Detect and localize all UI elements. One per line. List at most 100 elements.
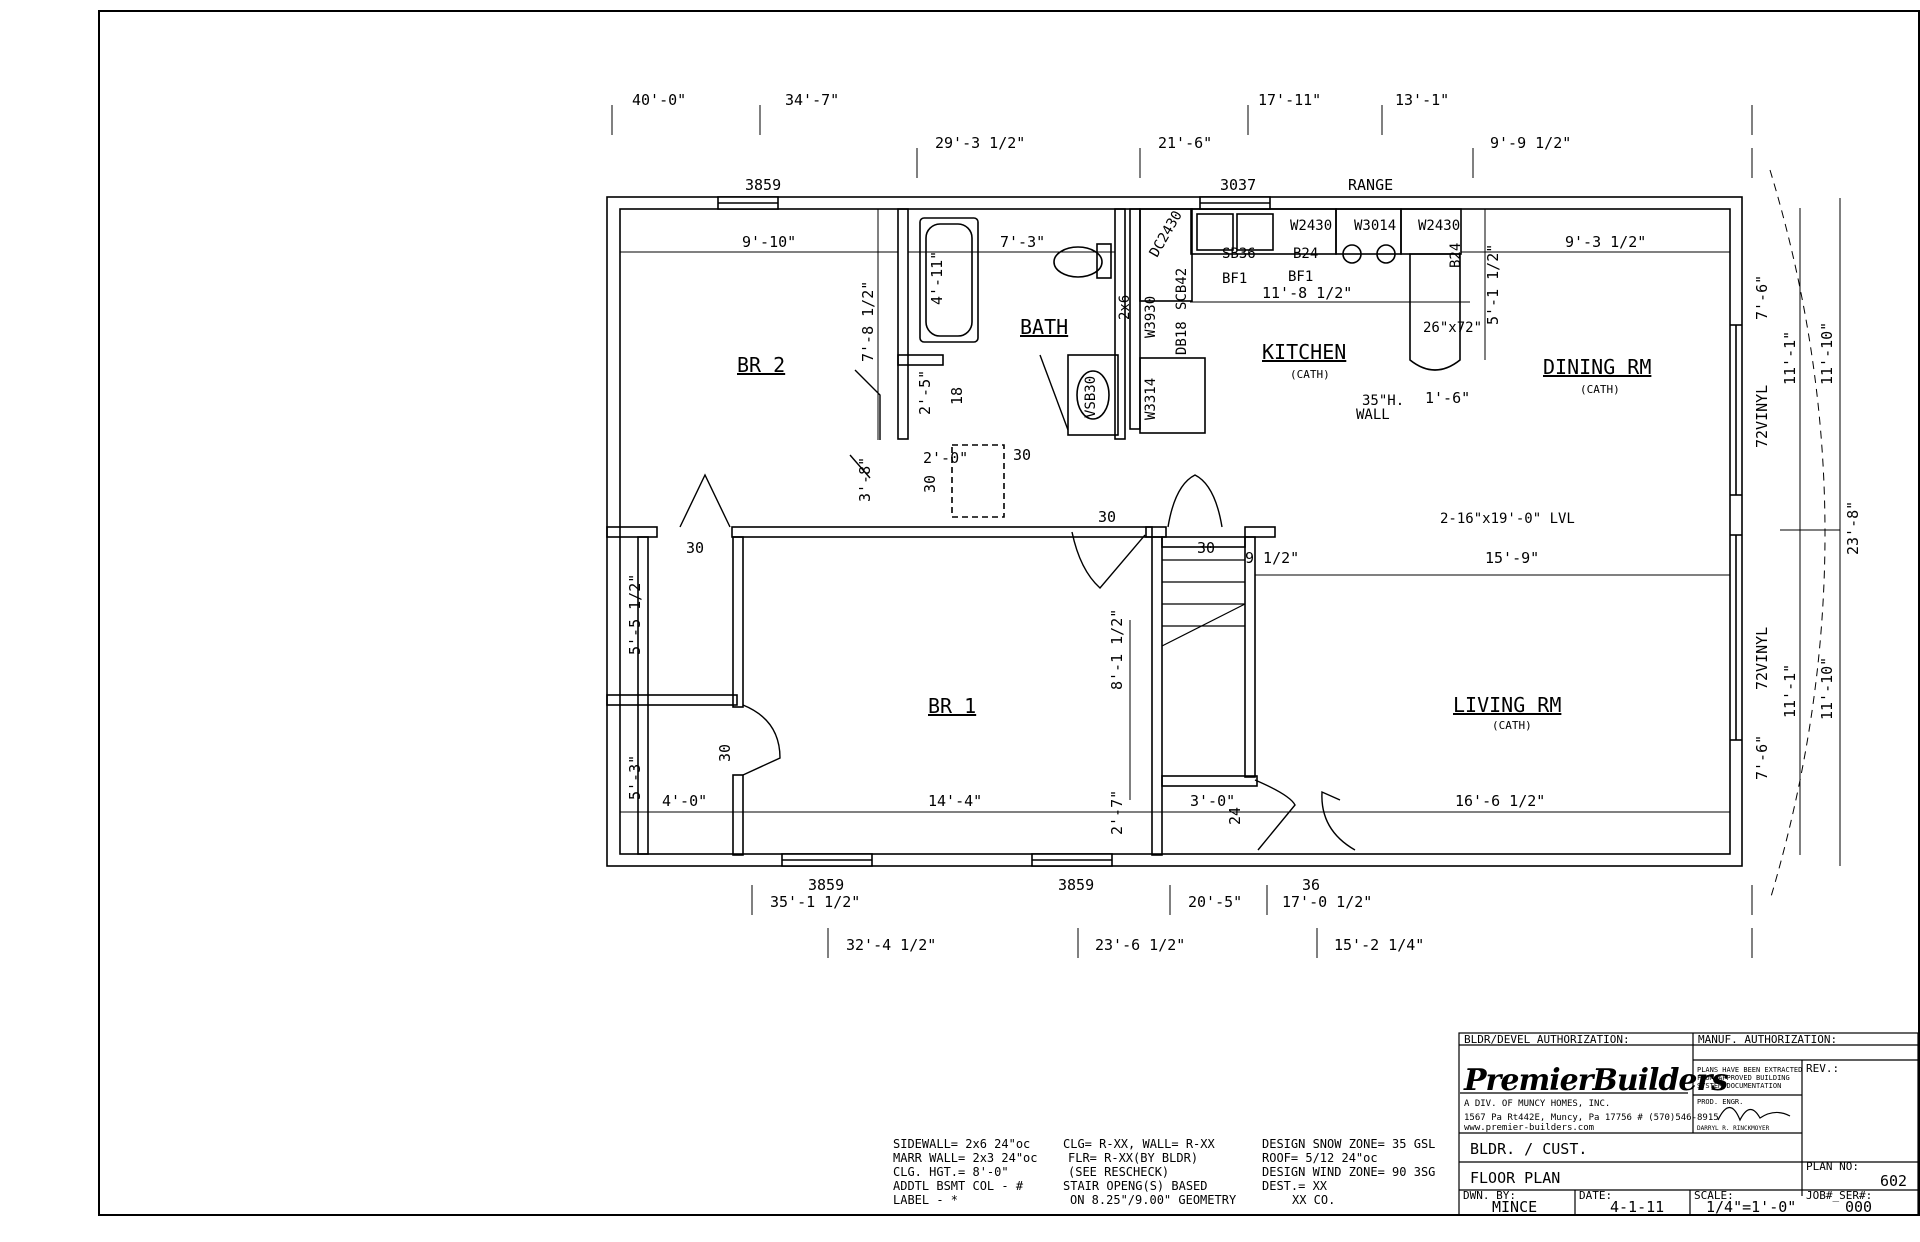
dimension-lines — [620, 169, 1841, 901]
prod-engr-label: PROD. ENGR. — [1697, 1098, 1743, 1106]
dim-br1-depth: 8'-1 1/2" — [1108, 609, 1126, 690]
wall-note-1: 35"H. — [1362, 393, 1404, 409]
dim-door-18: 18 — [948, 387, 966, 405]
plan-no-label: PLAN NO: — [1806, 1160, 1859, 1173]
window-label-bottom-1: 3859 — [808, 876, 844, 894]
cabinet-w3314: W3314 — [1143, 378, 1159, 420]
dim-right-76b: 7'-6" — [1753, 735, 1771, 780]
sheet-title: FLOOR PLAN — [1470, 1169, 1560, 1187]
note-3-1: CLG. HGT.= 8'-0" — [893, 1165, 1009, 1179]
company-logo: PremierBuilders — [1463, 1063, 1728, 1098]
title-block — [1458, 1032, 1919, 1216]
dim-br1-width: 14'-4" — [928, 792, 982, 810]
cabinet-vsb30: VSB30 — [1083, 376, 1099, 418]
window-label-top-left: 3859 — [745, 176, 781, 194]
engineer-name: DARRYL R. RINCKMOYER — [1697, 1125, 1770, 1132]
cabinet-bf1-b: BF1 — [1288, 269, 1313, 285]
door-label-bottom: 36 — [1302, 876, 1320, 894]
bottom-dim-4: 32'-4 1/2" — [846, 936, 936, 954]
cabinet-2x6: 2x6 — [1117, 295, 1133, 320]
note-5-1: LABEL - * — [893, 1193, 958, 1207]
note-3-2: (SEE RESCHECK) — [1068, 1165, 1169, 1179]
engineer-signature — [1717, 1106, 1791, 1122]
plan-no: 602 — [1880, 1172, 1907, 1190]
scale-label: SCALE: — [1694, 1189, 1734, 1202]
dim-closet-38: 3'-8" — [856, 457, 874, 502]
company-website: www.premier-builders.com — [1464, 1123, 1594, 1133]
extract-note-3: SYSTEM DOCUMENTATION — [1697, 1082, 1781, 1090]
job-number: 000 — [1845, 1198, 1872, 1216]
dim-closet-40: 4'-0" — [662, 792, 707, 810]
top-dim-2: 34'-7" — [785, 91, 839, 109]
note-1-2: CLG= R-XX, WALL= R-XX — [1063, 1137, 1215, 1151]
bottom-dim-1: 35'-1 1/2" — [770, 893, 860, 911]
room-bath: BATH — [1020, 315, 1068, 339]
dim-kitchen-run: 11'-8 1/2" — [1262, 284, 1352, 302]
kitchen-sub: (CATH) — [1290, 368, 1330, 381]
company-address: 1567 Pa Rt442E, Muncy, Pa 17756 # (570)5… — [1464, 1113, 1719, 1123]
dim-right-72v-a: 72VINYL — [1753, 385, 1771, 448]
doors — [679, 354, 1356, 851]
job-label: JOB#_SER#: — [1806, 1189, 1872, 1202]
dim-right-238: 23'-8" — [1844, 501, 1862, 555]
stairs — [1161, 559, 1246, 647]
dim-bath-width: 7'-3" — [1000, 233, 1045, 251]
scale: 1/4"=1'-0" — [1706, 1198, 1796, 1216]
cabinet-db18: DB18 — [1174, 321, 1190, 355]
bldr-auth-label: BLDR/DEVEL AUTHORIZATION: — [1464, 1033, 1630, 1046]
wall-note-2: WALL — [1356, 407, 1390, 423]
dim-kitchen-depth: 5'-1 1/2" — [1484, 244, 1502, 325]
note-4-3: DEST.= XX — [1262, 1179, 1328, 1193]
walls — [606, 196, 1743, 867]
extract-note-2: FROM APPROVED BUILDING — [1697, 1074, 1790, 1082]
dim-living-upper: 15'-9" — [1485, 549, 1539, 567]
note-5-2: ON 8.25"/9.00" GEOMETRY — [1070, 1193, 1237, 1207]
room-br2: BR 2 — [737, 353, 785, 377]
island-size: 26"x72" — [1423, 320, 1482, 336]
dining-sub: (CATH) — [1580, 383, 1620, 396]
note-2-3: ROOF= 5/12 24"oc — [1262, 1151, 1378, 1165]
cabinet-w3930: W3930 — [1143, 296, 1159, 338]
company-division: A DIV. OF MUNCY HOMES, INC. — [1464, 1099, 1610, 1109]
note-4-2: STAIR OPENG(S) BASED — [1063, 1179, 1208, 1193]
island-ext: 1'-6" — [1425, 389, 1470, 407]
cabinet-scb42: SCB42 — [1174, 268, 1190, 310]
bldr-cust: BLDR. / CUST. — [1470, 1140, 1587, 1158]
room-dining: DINING RM — [1543, 355, 1651, 379]
window-label-bottom-2: 3859 — [1058, 876, 1094, 894]
note-4-1: ADDTL BSMT COL - # — [893, 1179, 1024, 1193]
bottom-dim-3: 17'-0 1/2" — [1282, 893, 1372, 911]
note-1-1: SIDEWALL= 2x6 24"oc — [893, 1137, 1030, 1151]
dimension-ticks — [611, 105, 1753, 958]
general-notes: SIDEWALL= 2x6 24"oc CLG= R-XX, WALL= R-X… — [893, 1137, 1435, 1207]
top-dim-1: 40'-0" — [632, 91, 686, 109]
note-2-1: MARR WALL= 2x3 24"oc — [893, 1151, 1038, 1165]
dim-door-30e: 30 — [686, 539, 704, 557]
rev-label: REV.: — [1806, 1062, 1839, 1075]
dim-right-111a: 11'-1" — [1781, 331, 1799, 385]
date-label: DATE: — [1579, 1189, 1612, 1202]
note-5-3: XX CO. — [1292, 1193, 1335, 1207]
top-dim-6: 21'-6" — [1158, 134, 1212, 152]
dim-living-width: 16'-6 1/2" — [1455, 792, 1545, 810]
room-br1: BR 1 — [928, 694, 976, 718]
dim-right-11-10a: 11'-10" — [1818, 322, 1836, 385]
dim-br2-depth: 7'-8 1/2" — [859, 281, 877, 362]
bottom-dim-6: 15'-2 1/4" — [1334, 936, 1424, 954]
cabinet-w2430-a: W2430 — [1290, 218, 1332, 234]
top-dim-4: 13'-1" — [1395, 91, 1449, 109]
dim-door-30b: 30 — [1013, 446, 1031, 464]
dim-right-11-10b: 11'-10" — [1818, 657, 1836, 720]
dim-br2-width: 9'-10" — [742, 233, 796, 251]
dim-tub-len: 4'-11" — [928, 251, 946, 305]
top-dim-7: 9'-9 1/2" — [1490, 134, 1571, 152]
top-dim-3: 17'-11" — [1258, 91, 1321, 109]
dim-closet-55: 5'-5 1/2" — [626, 574, 644, 655]
dim-closet-25: 2'-5" — [916, 370, 934, 415]
lvl-beam: 2-16"x19'-0" LVL — [1440, 511, 1575, 527]
dwn-by-label: DWN. BY: — [1463, 1189, 1516, 1202]
room-kitchen: KITCHEN — [1262, 340, 1346, 364]
top-dim-5: 29'-3 1/2" — [935, 134, 1025, 152]
dim-dining-width: 9'-3 1/2" — [1565, 233, 1646, 251]
dim-door-30a: 30 — [921, 475, 939, 493]
